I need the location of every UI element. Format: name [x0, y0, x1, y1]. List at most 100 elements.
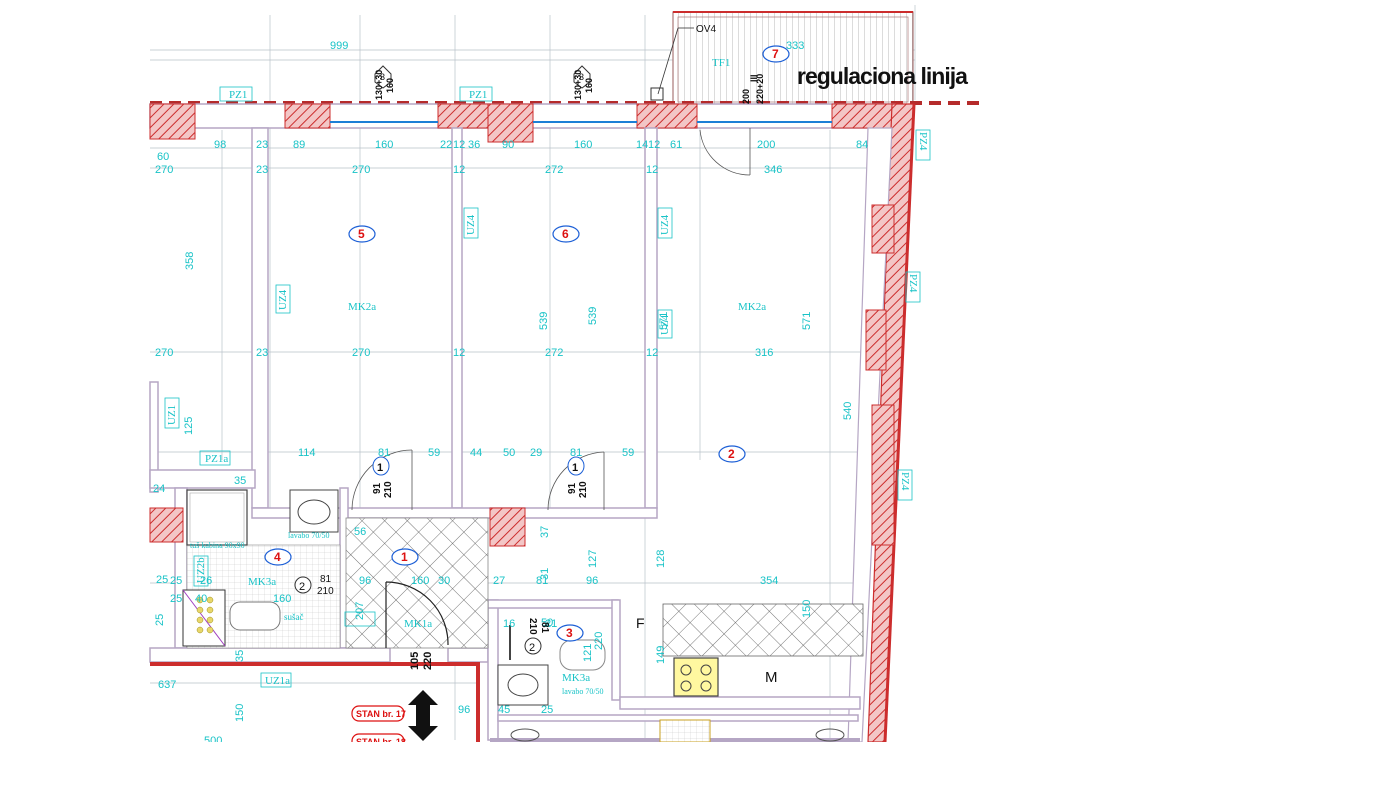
dim: 81: [570, 447, 582, 459]
room-number-5: 5: [358, 227, 365, 241]
window-w: 160: [584, 78, 594, 93]
material-tag-texts: PZ1 PZ1 PZ1a UZ1a UZ4 UZ4 UZ4 UZ4 PZ4 PZ…: [166, 57, 929, 687]
dim: 84: [856, 139, 868, 151]
door-w: 91: [567, 482, 578, 494]
window-markers: 3 160 130+30 3 160 130+30 III 200 220+20: [374, 65, 765, 104]
dim: 354: [760, 575, 778, 587]
dim: 121: [582, 644, 594, 662]
dryer-label: sušač: [284, 612, 304, 622]
dim: 12: [648, 139, 660, 151]
door-swings: [351, 128, 751, 648]
wall-code: PZ4: [917, 132, 929, 151]
dim: 37: [539, 526, 551, 538]
dim: 270: [155, 164, 173, 176]
facade-wall-top: [149, 103, 896, 143]
terrace: [672, 11, 914, 108]
dim: 571: [658, 312, 670, 330]
dim: 160: [375, 139, 393, 151]
left-margin: [0, 0, 148, 800]
window-mark: 3: [579, 72, 584, 82]
dim: 540: [842, 402, 854, 420]
wall-code: PZ1a: [205, 453, 228, 465]
dim: 29: [530, 447, 542, 459]
door-h: 210: [578, 481, 589, 498]
bottom-margin: [0, 742, 1394, 800]
wall-code: UZ1: [166, 405, 178, 425]
dim: 25: [154, 614, 166, 626]
floor-code-room2: MK2a: [738, 301, 766, 313]
dim: 539: [587, 307, 599, 325]
wall-code: UZ4: [277, 289, 289, 310]
dim: 270: [352, 347, 370, 359]
dim: 23: [256, 164, 268, 176]
window-mark: 3: [380, 72, 385, 82]
dim: 200: [757, 139, 775, 151]
dim: 14: [636, 139, 648, 151]
dim: 30: [438, 575, 450, 587]
entrance-arrows: [408, 690, 438, 741]
dimensions: 999 333 60 98 23 89 160 22 12 36 90 160 …: [153, 40, 868, 747]
dim: 316: [755, 347, 773, 359]
dim: 25: [170, 575, 182, 587]
floor-code-bath-right: MK3a: [562, 672, 590, 684]
door-w: 91: [372, 482, 383, 494]
window-mark: III: [749, 74, 759, 82]
internal-walls: [149, 127, 861, 741]
window-w: 200: [741, 89, 751, 104]
dim: 61: [670, 139, 682, 151]
pillars: [149, 204, 895, 547]
dim: 26: [200, 575, 212, 587]
apartment-label-17: STAN br. 17: [356, 709, 406, 719]
dim: 128: [655, 550, 667, 568]
wall-code: PZ1: [229, 89, 247, 101]
dim: 16: [503, 618, 515, 630]
dim: 35: [234, 475, 246, 487]
dim: 25: [541, 704, 553, 716]
dim: 12: [453, 347, 465, 359]
dim: 220: [593, 632, 605, 650]
wall-code: UZ4: [465, 214, 477, 235]
window-w: 160: [385, 78, 395, 93]
dim: 346: [764, 164, 782, 176]
wc-left: [182, 589, 226, 647]
window-tag-ov4: OV4: [696, 24, 716, 35]
dim: 23: [256, 139, 268, 151]
wall-code: PZ4: [899, 472, 911, 491]
dim: 21: [545, 618, 557, 630]
room-number-7: 7: [772, 47, 779, 61]
dim: 149: [655, 646, 667, 664]
lower-apartment-walls: [150, 662, 860, 743]
washbasin-label: lavabo 70/50: [288, 531, 330, 540]
door-mark: 2: [299, 581, 305, 593]
room-number-3: 3: [566, 626, 573, 640]
window-h: 130+30: [573, 70, 583, 100]
washbasin-right-label: lavabo 70/50: [562, 687, 604, 696]
floor-code-bath: MK3a: [248, 576, 276, 588]
dim: 96: [458, 704, 470, 716]
dim: 50: [541, 617, 553, 629]
room-bubbles: 5 6 2 1 4 3 7: [264, 45, 790, 642]
entrance-door-h: 220: [422, 652, 434, 670]
door-w: 81: [539, 622, 550, 634]
wall-code: UZ4: [659, 214, 671, 235]
fixture-labels: tuš kabina 90x90 lavabo 70/50 lavabo 70/…: [190, 531, 778, 696]
dim: 40: [195, 593, 207, 605]
kitchen-counter: [662, 603, 864, 657]
stove: [673, 657, 719, 697]
dim: 12: [646, 164, 658, 176]
letter-m: M: [765, 669, 778, 686]
wall-code: UZ1a: [265, 675, 290, 687]
dim: 35: [234, 650, 246, 662]
dim: 571: [801, 312, 813, 330]
room-number-2: 2: [728, 447, 735, 461]
dim: 59: [622, 447, 634, 459]
dim: 27: [493, 575, 505, 587]
wall-code: PZ4: [907, 274, 919, 293]
washbasin: [289, 489, 339, 533]
door-h: 210: [527, 618, 538, 635]
dim: 90: [502, 139, 514, 151]
dim: 23: [256, 347, 268, 359]
door-markers: 1 91 210 1 91 210 2 81 210 2 81 210 105 …: [294, 456, 589, 670]
door-w: 81: [320, 574, 332, 585]
room-number-6: 6: [562, 227, 569, 241]
